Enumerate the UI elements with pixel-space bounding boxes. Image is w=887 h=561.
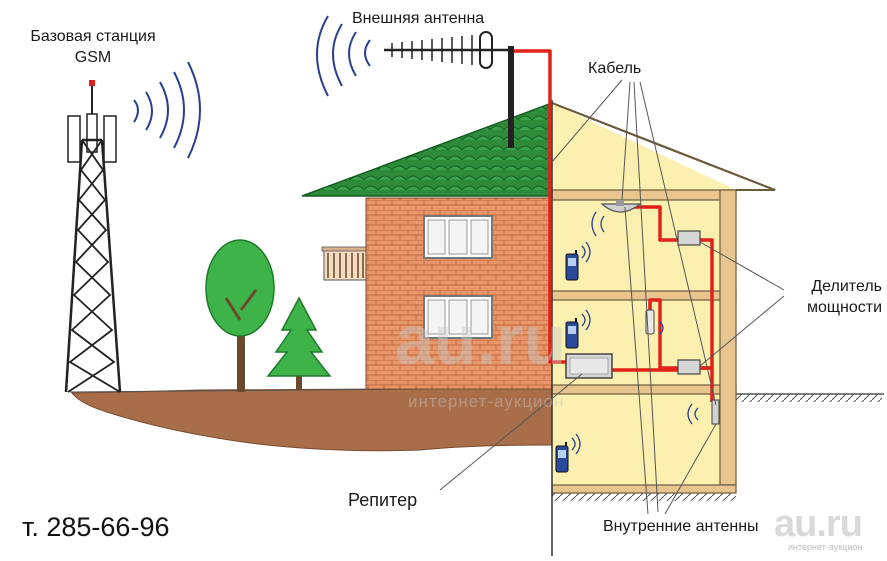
- logo-text: au.ru: [774, 503, 863, 545]
- phone-icon: [565, 241, 591, 281]
- splitter-label-line2: мощности: [806, 299, 882, 316]
- brick-wall: [365, 197, 553, 390]
- cable-label: Кабель: [588, 60, 642, 77]
- logo-subtitle: интернет-аукцион: [788, 542, 863, 552]
- ceiling-antenna-icon: [600, 200, 642, 213]
- antenna-signal-icon: [316, 15, 371, 97]
- window-lower: [423, 295, 493, 339]
- splitter-label-line1: Делитель: [811, 278, 882, 295]
- phone-number: т. 285-66-96: [22, 512, 170, 542]
- ground: [71, 387, 553, 452]
- external-antenna-label: Внешняя антенна: [352, 10, 485, 27]
- repeater-label: Репитер: [348, 490, 418, 510]
- splitter-upper-icon: [677, 230, 701, 246]
- base-station-label: Базовая станция GSM: [18, 26, 168, 68]
- spruce-icon: [266, 296, 332, 390]
- repeater-icon: [565, 353, 613, 379]
- indoor-antennas-label: Внутренние антенны: [603, 518, 759, 535]
- callout-lines: [439, 79, 785, 515]
- external-antenna-icon: [384, 31, 514, 148]
- tree-icon: [205, 239, 275, 392]
- base-station-label-line2: GSM: [74, 49, 112, 66]
- window-upper: [423, 215, 493, 259]
- watermark-subtitle: интернет-аукцион: [408, 392, 565, 411]
- watermark: au.ru: [395, 301, 567, 379]
- splitter-lower-icon: [677, 359, 701, 375]
- basement: [552, 394, 720, 485]
- base-station-label-line1: Базовая станция: [30, 28, 156, 45]
- cable-line: [514, 49, 714, 402]
- gsm-tower-icon: [64, 80, 122, 393]
- splitter-label: Делитель мощности: [770, 276, 882, 318]
- phone-icon: [555, 433, 581, 473]
- site-logo[interactable]: au.ru интернет-аукцион: [774, 504, 884, 552]
- roof: [301, 101, 553, 197]
- signal-waves-icon: [133, 61, 201, 159]
- balcony: [321, 246, 369, 281]
- phone-icon: [565, 309, 591, 349]
- attic-interior: [552, 103, 736, 190]
